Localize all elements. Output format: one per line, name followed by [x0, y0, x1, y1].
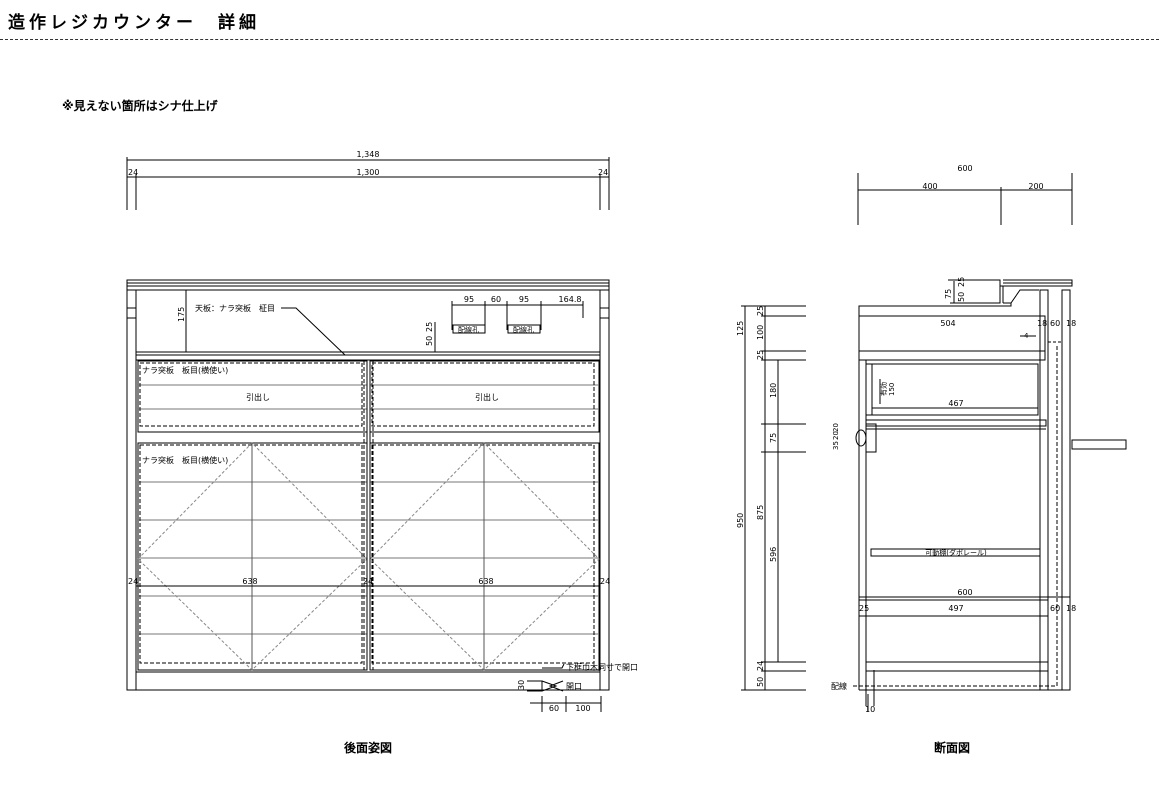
dim-h25c: 25 [957, 277, 966, 287]
dim-h50: 50 [756, 677, 765, 687]
dim-w497: 497 [948, 604, 963, 613]
dim-center-post: 24 [363, 577, 373, 586]
dim-section-200: 200 [1028, 182, 1043, 191]
dim-50: 50 [425, 336, 434, 346]
dim-95a: 95 [464, 295, 474, 304]
grommet-label-a: 配線孔 [458, 325, 479, 334]
dim-h950: 950 [736, 513, 745, 528]
dim-h180: 180 [769, 383, 778, 398]
dim-edge-right: 24 [600, 577, 610, 586]
dim-w20b: 20 [832, 423, 840, 432]
section-view [741, 173, 1127, 712]
grommet-label-b: 配線孔 [513, 325, 534, 334]
dim-h24: 24 [756, 661, 765, 671]
dim-60: 60 [491, 295, 501, 304]
door-front-label: ナラ突板 板目(横使い) [142, 455, 228, 465]
dim-95b: 95 [519, 295, 529, 304]
dim-overall-width: 1,348 [357, 150, 380, 159]
dim-w18c: 18 [1066, 604, 1076, 613]
drawer-front-label: ナラ突板 板目(横使い) [142, 365, 228, 375]
kickplate-note: 下框巾木同寸で開口 [566, 662, 638, 672]
dim-175: 175 [177, 307, 186, 322]
dim-25: 25 [425, 322, 434, 332]
dim-w35: 35 [832, 441, 840, 450]
section-view-caption: 断面図 [934, 740, 970, 755]
dim-w18a: 18 [1037, 319, 1047, 328]
dim-w150: 150 [888, 383, 896, 396]
dim-164: 164.8 [559, 295, 582, 304]
dim-section-top: 600 [957, 164, 972, 173]
open-shelf-label: 有効 [879, 382, 888, 396]
dim-side-left: 24 [128, 168, 138, 177]
dim-h75b: 75 [944, 289, 953, 299]
dim-h25a: 25 [756, 306, 765, 316]
rear-elevation [126, 157, 610, 712]
dim-100: 100 [575, 704, 590, 713]
dim-edge-left: 24 [128, 577, 138, 586]
dim-h596: 596 [769, 547, 778, 562]
dim-w4: 4 [1024, 332, 1029, 340]
dim-w60: 60 [1050, 319, 1060, 328]
finish-note: ※見えない箇所はシナ仕上げ [62, 99, 218, 113]
dim-60b: 60 [549, 704, 559, 713]
page-title: 造作レジカウンター 詳細 [8, 13, 260, 33]
dim-section-400: 400 [922, 182, 937, 191]
dim-w20: 20 [832, 431, 840, 440]
cable-label: 配線 [831, 681, 847, 691]
dim-door-left: 638 [242, 577, 257, 586]
dim-w25: 25 [859, 604, 869, 613]
dim-h50b: 50 [957, 292, 966, 302]
dim-h75: 75 [769, 433, 778, 443]
drawer-left-label: 引出し [246, 392, 270, 402]
dim-inner-width: 1,300 [357, 168, 380, 177]
dim-h25b: 25 [756, 350, 765, 360]
dim-w600: 600 [957, 588, 972, 597]
opening-label: 開口 [566, 682, 582, 691]
dim-side-right: 24 [598, 168, 608, 177]
rear-view-caption: 後面姿図 [344, 740, 392, 755]
dim-w60b: 60 [1050, 604, 1060, 613]
adjustable-shelf-label: 可動棚(ダボレール) [925, 548, 987, 557]
dim-door-right: 638 [478, 577, 493, 586]
top-board-label: 天板：ナラ突板 柾目 [195, 303, 275, 313]
dim-w10: 10 [865, 705, 875, 714]
drawer-right-label: 引出し [475, 392, 499, 402]
title-divider [0, 39, 1159, 40]
dim-30: 30 [517, 680, 526, 690]
dim-w504: 504 [940, 319, 955, 328]
dim-w467: 467 [948, 399, 963, 408]
dim-w18b: 18 [1066, 319, 1076, 328]
dim-h100: 100 [756, 325, 765, 340]
dim-h875: 875 [756, 505, 765, 520]
dim-h125: 125 [736, 321, 745, 336]
